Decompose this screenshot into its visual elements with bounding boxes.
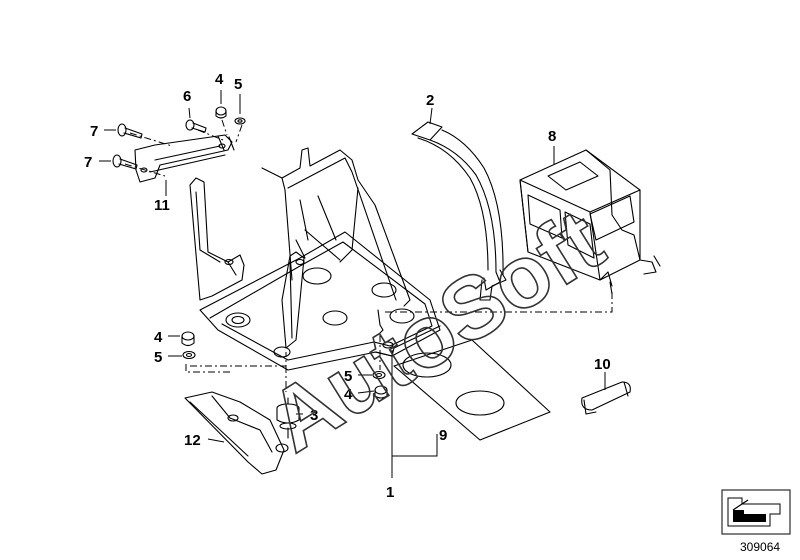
part-7-screw-lower	[112, 154, 138, 170]
part-5-washer-left	[182, 350, 196, 360]
part-9-pad	[393, 339, 551, 441]
callout-4-center: 4	[344, 386, 353, 403]
part-10-edge-protector	[581, 381, 631, 415]
diagram-id: 309064	[740, 540, 780, 554]
callout-12: 12	[184, 432, 201, 449]
part-11-bracket	[134, 134, 235, 183]
callout-8: 8	[548, 128, 556, 145]
arrow-corner-icon	[721, 489, 791, 535]
part-12-lower-bracket	[184, 391, 289, 475]
callout-4-upper: 4	[215, 71, 224, 88]
part-3-rubber-mount	[276, 397, 300, 439]
part-5-washer-upper	[234, 117, 246, 125]
callout-1: 1	[386, 484, 394, 501]
part-1-battery-tray	[189, 147, 441, 371]
callout-labels: 6 4 5 7 7 11 2 8 10 4 5 5 4 3 12 9 1	[84, 71, 611, 501]
part-7-screw-upper	[117, 123, 143, 139]
callout-10: 10	[594, 356, 611, 373]
callout-7-lower: 7	[84, 154, 92, 171]
part-2-hold-down-strap	[411, 121, 507, 301]
part-5-washer-center	[372, 370, 386, 380]
part-6-bolt	[185, 119, 207, 133]
callout-7-upper: 7	[90, 123, 98, 140]
callout-6: 6	[183, 88, 191, 105]
callout-2: 2	[426, 92, 434, 109]
part-4-nut-center	[374, 385, 388, 399]
callout-9: 9	[439, 427, 447, 444]
part-4-nut-left	[181, 331, 195, 347]
callout-5-left: 5	[154, 349, 162, 366]
leader-lines	[99, 90, 606, 478]
callout-11: 11	[154, 197, 170, 214]
part-8-battery-box	[519, 149, 661, 295]
callout-4-left: 4	[154, 329, 163, 346]
callout-5-center: 5	[344, 368, 352, 385]
callout-5-upper: 5	[234, 76, 242, 93]
callout-3: 3	[310, 407, 318, 424]
part-4-nut-upper	[215, 106, 227, 119]
